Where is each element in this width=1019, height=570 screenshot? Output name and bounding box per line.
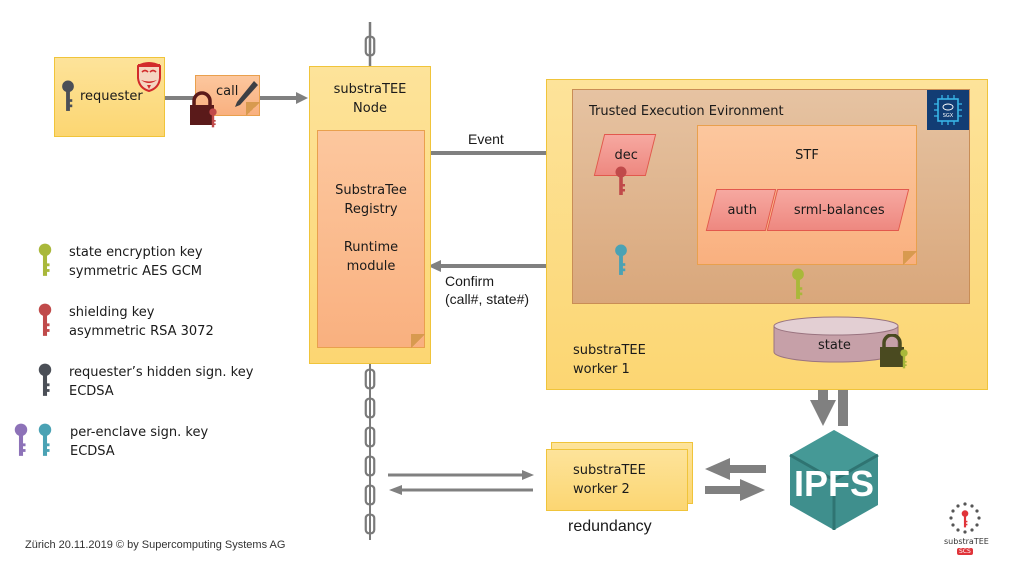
worker2-label: substraTEE worker 2 (573, 461, 646, 499)
legend-dark-key-icon (38, 363, 52, 396)
module-line1: SubstraTee (335, 183, 407, 198)
call-note: call (195, 75, 260, 116)
worker2-label-line1: substraTEE (573, 463, 646, 478)
substratee-logo: substraTEE SCS (940, 500, 990, 560)
pencil-icon (235, 81, 258, 107)
legend-label: per-enclave sign. key (70, 425, 209, 440)
note-fold (246, 102, 260, 116)
legend-sublabel: symmetric AES GCM (69, 264, 202, 279)
dec-label: dec (614, 148, 638, 163)
state-lock-icon (880, 334, 908, 369)
shielding-key-icon (615, 166, 627, 195)
stf-label: STF (795, 148, 819, 163)
node-title-line2: Node (353, 101, 387, 116)
intel-sgx-chip-icon: SGX (934, 95, 962, 125)
confirm-line2: (call#, state#) (445, 291, 530, 307)
requester-box: requester (54, 57, 165, 137)
blockchain-chain-bottom (364, 364, 376, 540)
ipfs-label: IPFS (794, 463, 874, 504)
legend-green-key-icon (38, 243, 52, 276)
legend-label: requester’s hidden sign. key (69, 365, 254, 380)
tee-title: Trusted Execution Evironment (589, 104, 784, 119)
mask-icon (137, 62, 161, 92)
confirm-line1: Confirm (445, 273, 495, 289)
state-database (773, 316, 899, 363)
legend-sublabel: asymmetric RSA 3072 (69, 324, 214, 339)
auth-block: auth (705, 189, 777, 231)
worker1-label-line1: substraTEE (573, 343, 646, 358)
legend-label: shielding key (69, 305, 155, 320)
legend-sublabel: ECDSA (69, 384, 114, 399)
lock-icon (190, 91, 217, 128)
call-label: call (216, 84, 239, 99)
logo-text: substraTEE (944, 537, 989, 546)
footer-copyright: Zürich 20.11.2019 © by Supercomputing Sy… (25, 539, 286, 551)
node-title-line1: substraTEE (333, 82, 407, 97)
module-line2: Registry (344, 202, 398, 217)
legend-sublabel: ECDSA (70, 444, 115, 459)
legend-label: state encryption key (69, 245, 203, 260)
state-encryption-key-icon (792, 268, 804, 299)
svg-text:SGX: SGX (943, 113, 954, 119)
srml-balances-block: srml-balances (766, 189, 910, 231)
legend-teal-key-icon (38, 423, 52, 456)
requester-label: requester (80, 89, 143, 104)
arrow-requester-to-node (165, 92, 308, 104)
logo-subtext: SCS (957, 548, 973, 555)
node-title: substraTEE Node (310, 80, 430, 118)
auth-label: auth (727, 203, 758, 218)
substratee-worker2-box: substraTEE worker 2 (546, 449, 688, 511)
arrow-chain-worker2 (388, 470, 534, 495)
worker1-label: substraTEE worker 1 (573, 341, 646, 379)
redundancy-label: redundancy (568, 518, 652, 535)
substratee-logo-icon (949, 502, 981, 534)
note-fold (903, 251, 917, 265)
module-line4: module (346, 259, 396, 274)
srml-balances-label: srml-balances (793, 203, 885, 218)
worker1-label-line2: worker 1 (573, 362, 630, 377)
arrow-worker2-ipfs (705, 458, 766, 501)
event-label: Event (468, 131, 504, 147)
worker2-label-line2: worker 2 (573, 482, 630, 497)
requester-key-icon (62, 80, 74, 111)
state-label: state (818, 338, 851, 353)
sgx-badge: SGX (927, 90, 969, 130)
note-fold (411, 334, 425, 348)
substratee-node-box: substraTEE Node SubstraTee Registry Runt… (309, 66, 431, 364)
legend-red-key-icon (38, 303, 52, 336)
legend-purple-key-icon (14, 423, 28, 456)
enclave-key-icon (615, 244, 627, 275)
registry-runtime-module: SubstraTee Registry Runtime module (317, 130, 425, 348)
module-text: SubstraTee Registry Runtime module (318, 181, 424, 276)
blockchain-chain-top (364, 22, 376, 66)
confirm-label: Confirm (call#, state#) (445, 272, 529, 308)
module-line3: Runtime (343, 240, 399, 255)
ipfs-logo: IPFS (789, 430, 879, 530)
